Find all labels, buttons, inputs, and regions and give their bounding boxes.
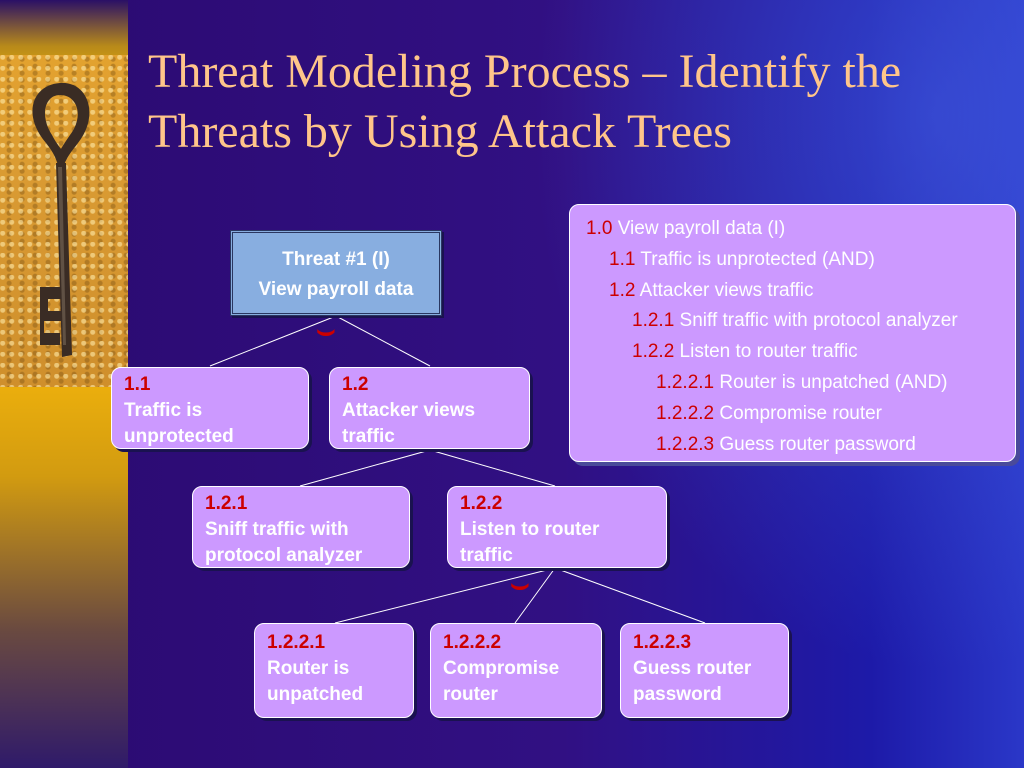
node-1-2-2-1-number: 1.2.2.1: [267, 632, 326, 653]
outline-number: 1.2.1: [632, 310, 675, 332]
attack-tree-outline: 1.0 View payroll data (I) 1.1 Traffic is…: [569, 204, 1016, 462]
connector-1-2-2-1-2-2-3: [554, 567, 706, 624]
outline-line-1-0: 1.0 View payroll data (I): [570, 214, 1015, 245]
outline-number: 1.0: [586, 218, 613, 239]
outline-text: Listen to router traffic: [679, 341, 858, 363]
node-1-2-1: 1.2.1 Sniff traffic with protocol analyz…: [192, 486, 410, 568]
node-1-2-1-number: 1.2.1: [205, 493, 248, 514]
node-1-1-number: 1.1: [124, 374, 151, 395]
and-symbol-root: ⌣: [316, 314, 336, 347]
outline-text: View payroll data (I): [617, 218, 786, 239]
node-1-2-2-1-label: Router is unpatched: [267, 658, 364, 705]
root-node-threat-1: Threat #1 (I) View payroll data: [230, 230, 442, 316]
outline-number: 1.2.2.1: [656, 371, 715, 393]
outline-text: Router is unpatched (AND): [719, 371, 948, 393]
root-node-line-2: View payroll data: [258, 279, 414, 300]
outline-line-1-2-1: 1.2.1 Sniff traffic with protocol analyz…: [570, 306, 1015, 337]
node-1-2-1-label: Sniff traffic with protocol analyzer: [205, 519, 363, 566]
node-1-2-2: 1.2.2 Listen to router traffic: [447, 486, 667, 568]
outline-line-1-2: 1.2 Attacker views traffic: [570, 276, 1015, 307]
connector-1-2-2-1-2-2-1: [334, 567, 556, 624]
node-1-2-2-2: 1.2.2.2 Compromise router: [430, 623, 602, 718]
outline-text: Traffic is unprotected (AND): [640, 248, 875, 270]
root-node-line-1: Threat #1 (I): [282, 249, 390, 270]
outline-text: Guess router password: [719, 433, 916, 455]
key-icon: [32, 82, 90, 357]
node-1-2-2-3: 1.2.2.3 Guess router password: [620, 623, 789, 718]
and-symbol-1-2-2: ⌣: [510, 568, 530, 601]
node-1-2-2-label: Listen to router traffic: [460, 519, 600, 566]
outline-number: 1.2.2: [632, 341, 675, 363]
node-1-2-2-2-number: 1.2.2.2: [443, 632, 502, 653]
node-1-2-2-3-number: 1.2.2.3: [633, 632, 692, 653]
node-1-2: 1.2 Attacker views traffic: [329, 367, 530, 449]
outline-line-1-2-2-3: 1.2.2.3 Guess router password: [570, 430, 1015, 461]
outline-number: 1.2.2.3: [656, 433, 715, 455]
outline-text: Attacker views traffic: [639, 279, 814, 301]
outline-number: 1.2: [609, 279, 636, 301]
node-1-2-2-1: 1.2.2.1 Router is unpatched: [254, 623, 414, 718]
outline-line-1-2-2-1: 1.2.2.1 Router is unpatched (AND): [570, 368, 1015, 399]
connector-1-2-1-2-1: [299, 449, 431, 487]
node-1-1: 1.1 Traffic is unprotected: [111, 367, 309, 449]
node-1-2-label: Attacker views traffic: [342, 400, 476, 447]
outline-line-1-2-2: 1.2.2 Listen to router traffic: [570, 337, 1015, 368]
slide-title: Threat Modeling Process – Identify the T…: [148, 45, 902, 158]
outline-text: Sniff traffic with protocol analyzer: [679, 310, 958, 332]
connector-root-1-1: [209, 315, 337, 367]
connector-1-2-2-1-2-2-2: [514, 567, 556, 624]
outline-line-1-1: 1.1 Traffic is unprotected (AND): [570, 245, 1015, 276]
outline-number: 1.2.2.2: [656, 402, 715, 424]
connector-root-1-2: [335, 315, 431, 367]
outline-line-1-2-2-2: 1.2.2.2 Compromise router: [570, 399, 1015, 430]
node-1-2-2-number: 1.2.2: [460, 493, 503, 514]
outline-text: Compromise router: [719, 402, 882, 424]
outline-number: 1.1: [609, 248, 636, 270]
node-1-2-number: 1.2: [342, 374, 369, 395]
node-1-2-2-3-label: Guess router password: [633, 658, 752, 705]
key-photo: [0, 55, 128, 387]
connector-1-2-1-2-2: [429, 449, 556, 487]
node-1-2-2-2-label: Compromise router: [443, 658, 560, 705]
node-1-1-label: Traffic is unprotected: [124, 400, 234, 447]
